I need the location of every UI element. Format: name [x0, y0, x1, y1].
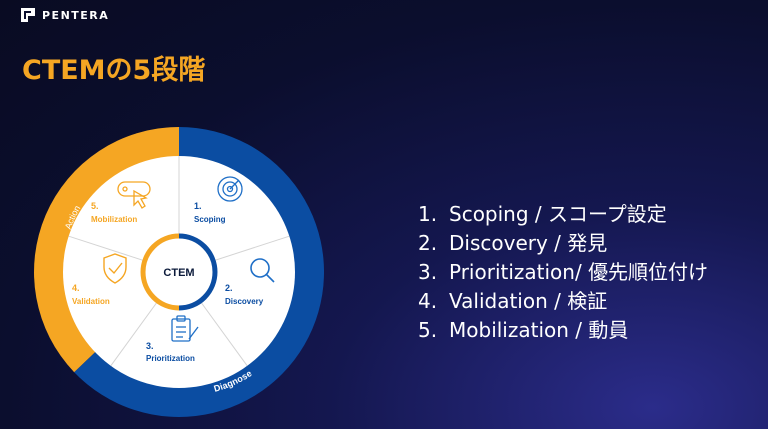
phase-text: Discovery / 発見	[449, 231, 608, 255]
phase-item: 3. Prioritization/ 優先順位付け	[418, 258, 708, 287]
brand-name: PENTERA	[42, 8, 110, 22]
phase-item: 5. Mobilization / 動員	[418, 316, 708, 345]
magnifier-icon	[250, 258, 275, 283]
segment-number-3: 3.	[146, 341, 154, 351]
phase-text: Validation / 検証	[449, 289, 608, 313]
clipboard-icon	[171, 315, 199, 342]
segment-label-1: Scoping	[194, 215, 226, 224]
phase-item: 1. Scoping / スコープ設定	[418, 200, 708, 229]
phase-number: 3.	[418, 260, 438, 284]
segment-validation: 4. Validation	[72, 253, 127, 306]
segment-scoping: 1. Scoping	[194, 176, 243, 224]
segment-label-3: Prioritization	[146, 354, 195, 363]
ctem-wheel: CTEM Action Diagnose 1. Scoping 2. Disco…	[34, 127, 324, 417]
segment-number-2: 2.	[225, 283, 233, 293]
segment-number-5: 5.	[91, 201, 99, 211]
segment-discovery: 2. Discovery	[225, 258, 275, 306]
pentera-logo-icon	[21, 8, 35, 22]
phase-item: 2. Discovery / 発見	[418, 229, 708, 258]
phase-number: 2.	[418, 231, 438, 255]
phase-text: Mobilization / 動員	[449, 318, 629, 342]
segment-label-2: Discovery	[225, 297, 264, 306]
segment-mobilization: 5. Mobilization	[91, 181, 151, 224]
cursor-click-icon	[117, 181, 151, 209]
phase-text: Prioritization/ 優先順位付け	[449, 260, 709, 284]
brand-logo: PENTERA	[20, 7, 109, 23]
segment-label-4: Validation	[72, 297, 110, 306]
center-label: CTEM	[163, 267, 194, 279]
phase-number: 4.	[418, 289, 438, 313]
segment-number-4: 4.	[72, 283, 80, 293]
phase-text: Scoping / スコープ設定	[449, 202, 667, 226]
slide-title: CTEMの5段階	[22, 55, 206, 86]
segment-label-5: Mobilization	[91, 215, 137, 224]
radar-icon	[217, 176, 243, 202]
phase-number: 5.	[418, 318, 438, 342]
segment-prioritization: 3. Prioritization	[146, 315, 199, 363]
segment-number-1: 1.	[194, 201, 202, 211]
phase-number: 1.	[418, 202, 438, 226]
shield-check-icon	[103, 253, 127, 284]
phase-item: 4. Validation / 検証	[418, 287, 708, 316]
phase-list: 1. Scoping / スコープ設定 2. Discovery / 発見 3. Pr…	[418, 200, 708, 345]
